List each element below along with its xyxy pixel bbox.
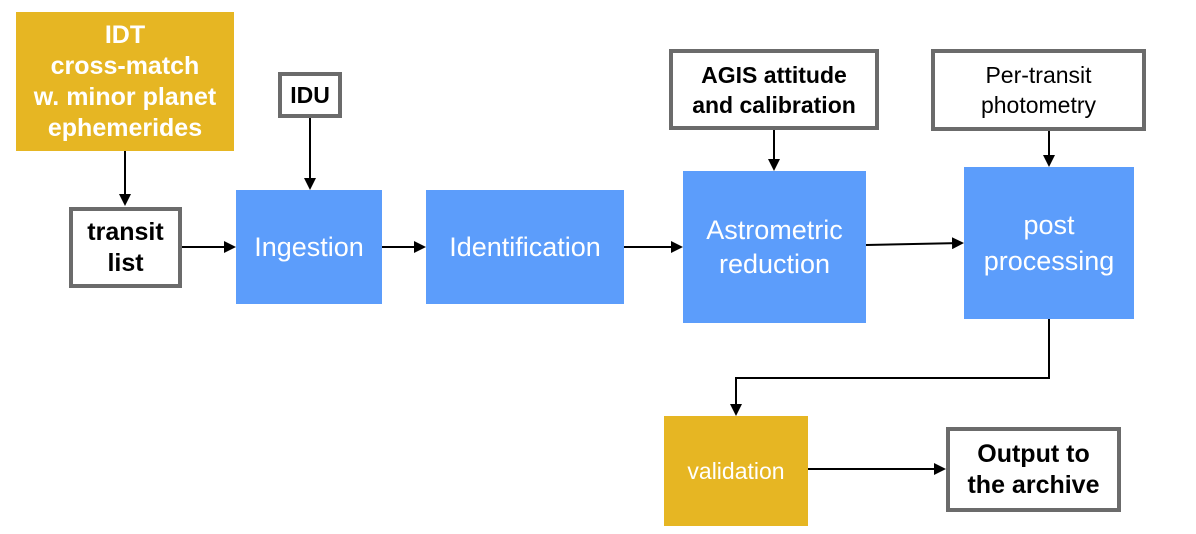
arrow-post-processing-to-validation [730,319,1050,416]
post-processing-line-2: processing [983,246,1115,276]
astrometric-reduction-box: Astrometric reduction [683,171,866,323]
idu-box: IDU [278,72,342,118]
post-processing-box: post processing [964,167,1134,319]
astrometric-line-2: reduction [718,249,831,279]
transit-list-line-1: transit [87,217,164,246]
agis-box: AGIS attitude and calibration [669,49,879,130]
idt-line-4: ephemerides [47,113,203,142]
transit-list-line-2: list [107,248,144,277]
per-transit-line-1: Per-transit [985,62,1092,88]
ingestion-box: Ingestion [236,190,382,304]
arrow-astrometric-to-post-processing [865,237,964,250]
agis-line-1: AGIS attitude [701,61,847,88]
idt-cross-match-box: IDT cross-match w. minor planet ephemeri… [16,12,234,151]
ingestion-label: Ingestion [254,231,364,262]
post-processing-line-1: post [1023,210,1075,240]
validation-box: validation [664,416,808,526]
agis-line-2: and calibration [692,91,856,118]
idt-line-2: cross-match [50,51,200,80]
output-archive-box: Output to the archive [946,427,1121,512]
transit-list-box: transit list [69,207,182,288]
idt-line-3: w. minor planet [33,82,217,111]
idu-label: IDU [290,81,330,108]
idt-line-1: IDT [104,20,146,49]
output-line-2: the archive [967,470,1100,499]
per-transit-photometry-box: Per-transit photometry [931,49,1146,131]
astrometric-line-1: Astrometric [706,215,843,245]
identification-label: Identification [449,231,601,262]
per-transit-line-2: photometry [980,92,1097,118]
output-line-1: Output to [977,439,1090,468]
identification-box: Identification [426,190,624,304]
validation-label: validation [687,457,785,484]
